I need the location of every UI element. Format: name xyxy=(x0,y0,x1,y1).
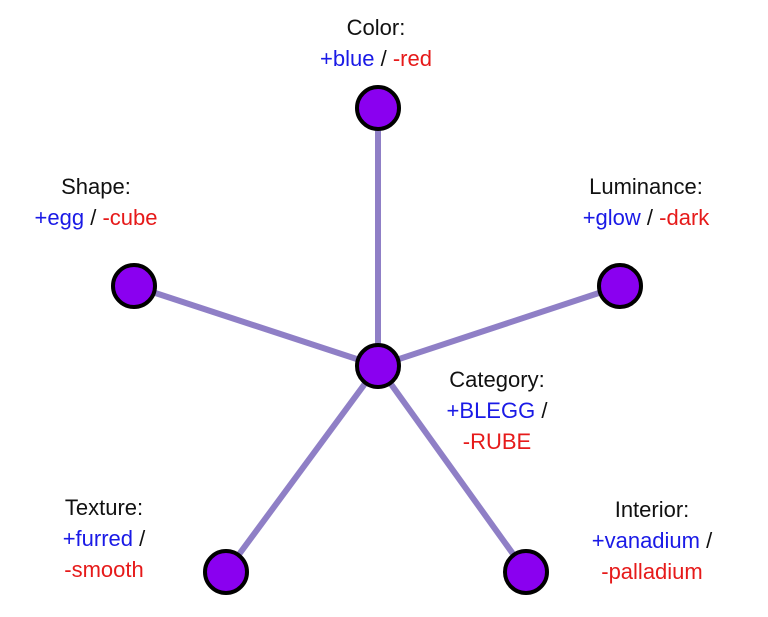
label-interior-separator: / xyxy=(706,528,713,553)
node-category xyxy=(355,343,401,389)
label-interior-negative: -palladium xyxy=(601,559,703,584)
label-category-title: Category: xyxy=(449,367,545,392)
node-luminance xyxy=(597,263,643,309)
label-texture-negative: -smooth xyxy=(64,557,144,582)
label-texture: Texture: +furred / -smooth xyxy=(63,492,146,585)
label-color-negative: -red xyxy=(392,46,432,71)
label-shape-positive: +egg xyxy=(34,205,85,230)
label-interior-title: Interior: xyxy=(614,497,690,522)
label-color-positive: +blue xyxy=(320,46,375,71)
label-texture-title: Texture: xyxy=(64,495,144,520)
label-category-negative: -RUBE xyxy=(462,429,532,454)
label-color-title: Color: xyxy=(346,15,406,40)
node-shape xyxy=(111,263,157,309)
label-luminance: Luminance: +glow / -dark xyxy=(583,171,710,233)
node-interior xyxy=(503,549,549,595)
label-texture-separator: / xyxy=(139,526,146,551)
edge-interior xyxy=(375,364,529,574)
label-shape: Shape: +egg / -cube xyxy=(35,171,158,233)
node-texture xyxy=(203,549,249,595)
node-color xyxy=(355,85,401,131)
edge-texture xyxy=(223,364,381,574)
label-shape-negative: -cube xyxy=(102,205,158,230)
label-texture-positive: +furred xyxy=(62,526,134,551)
label-luminance-positive: +glow xyxy=(582,205,641,230)
edge-luminance xyxy=(377,283,621,369)
label-color-separator: / xyxy=(380,46,387,71)
label-category: Category: +BLEGG / -RUBE xyxy=(447,364,548,457)
label-category-positive: +BLEGG xyxy=(446,398,536,423)
edge-shape xyxy=(133,283,379,369)
label-color: Color: +blue / -red xyxy=(320,12,432,74)
label-luminance-separator: / xyxy=(646,205,654,230)
label-shape-title: Shape: xyxy=(61,174,131,199)
label-interior: Interior: +vanadium / -palladium xyxy=(592,494,713,587)
label-luminance-title: Luminance: xyxy=(589,174,703,199)
label-luminance-negative: -dark xyxy=(659,205,710,230)
label-interior-positive: +vanadium xyxy=(591,528,700,553)
label-shape-separator: / xyxy=(90,205,97,230)
label-category-separator: / xyxy=(541,398,548,423)
